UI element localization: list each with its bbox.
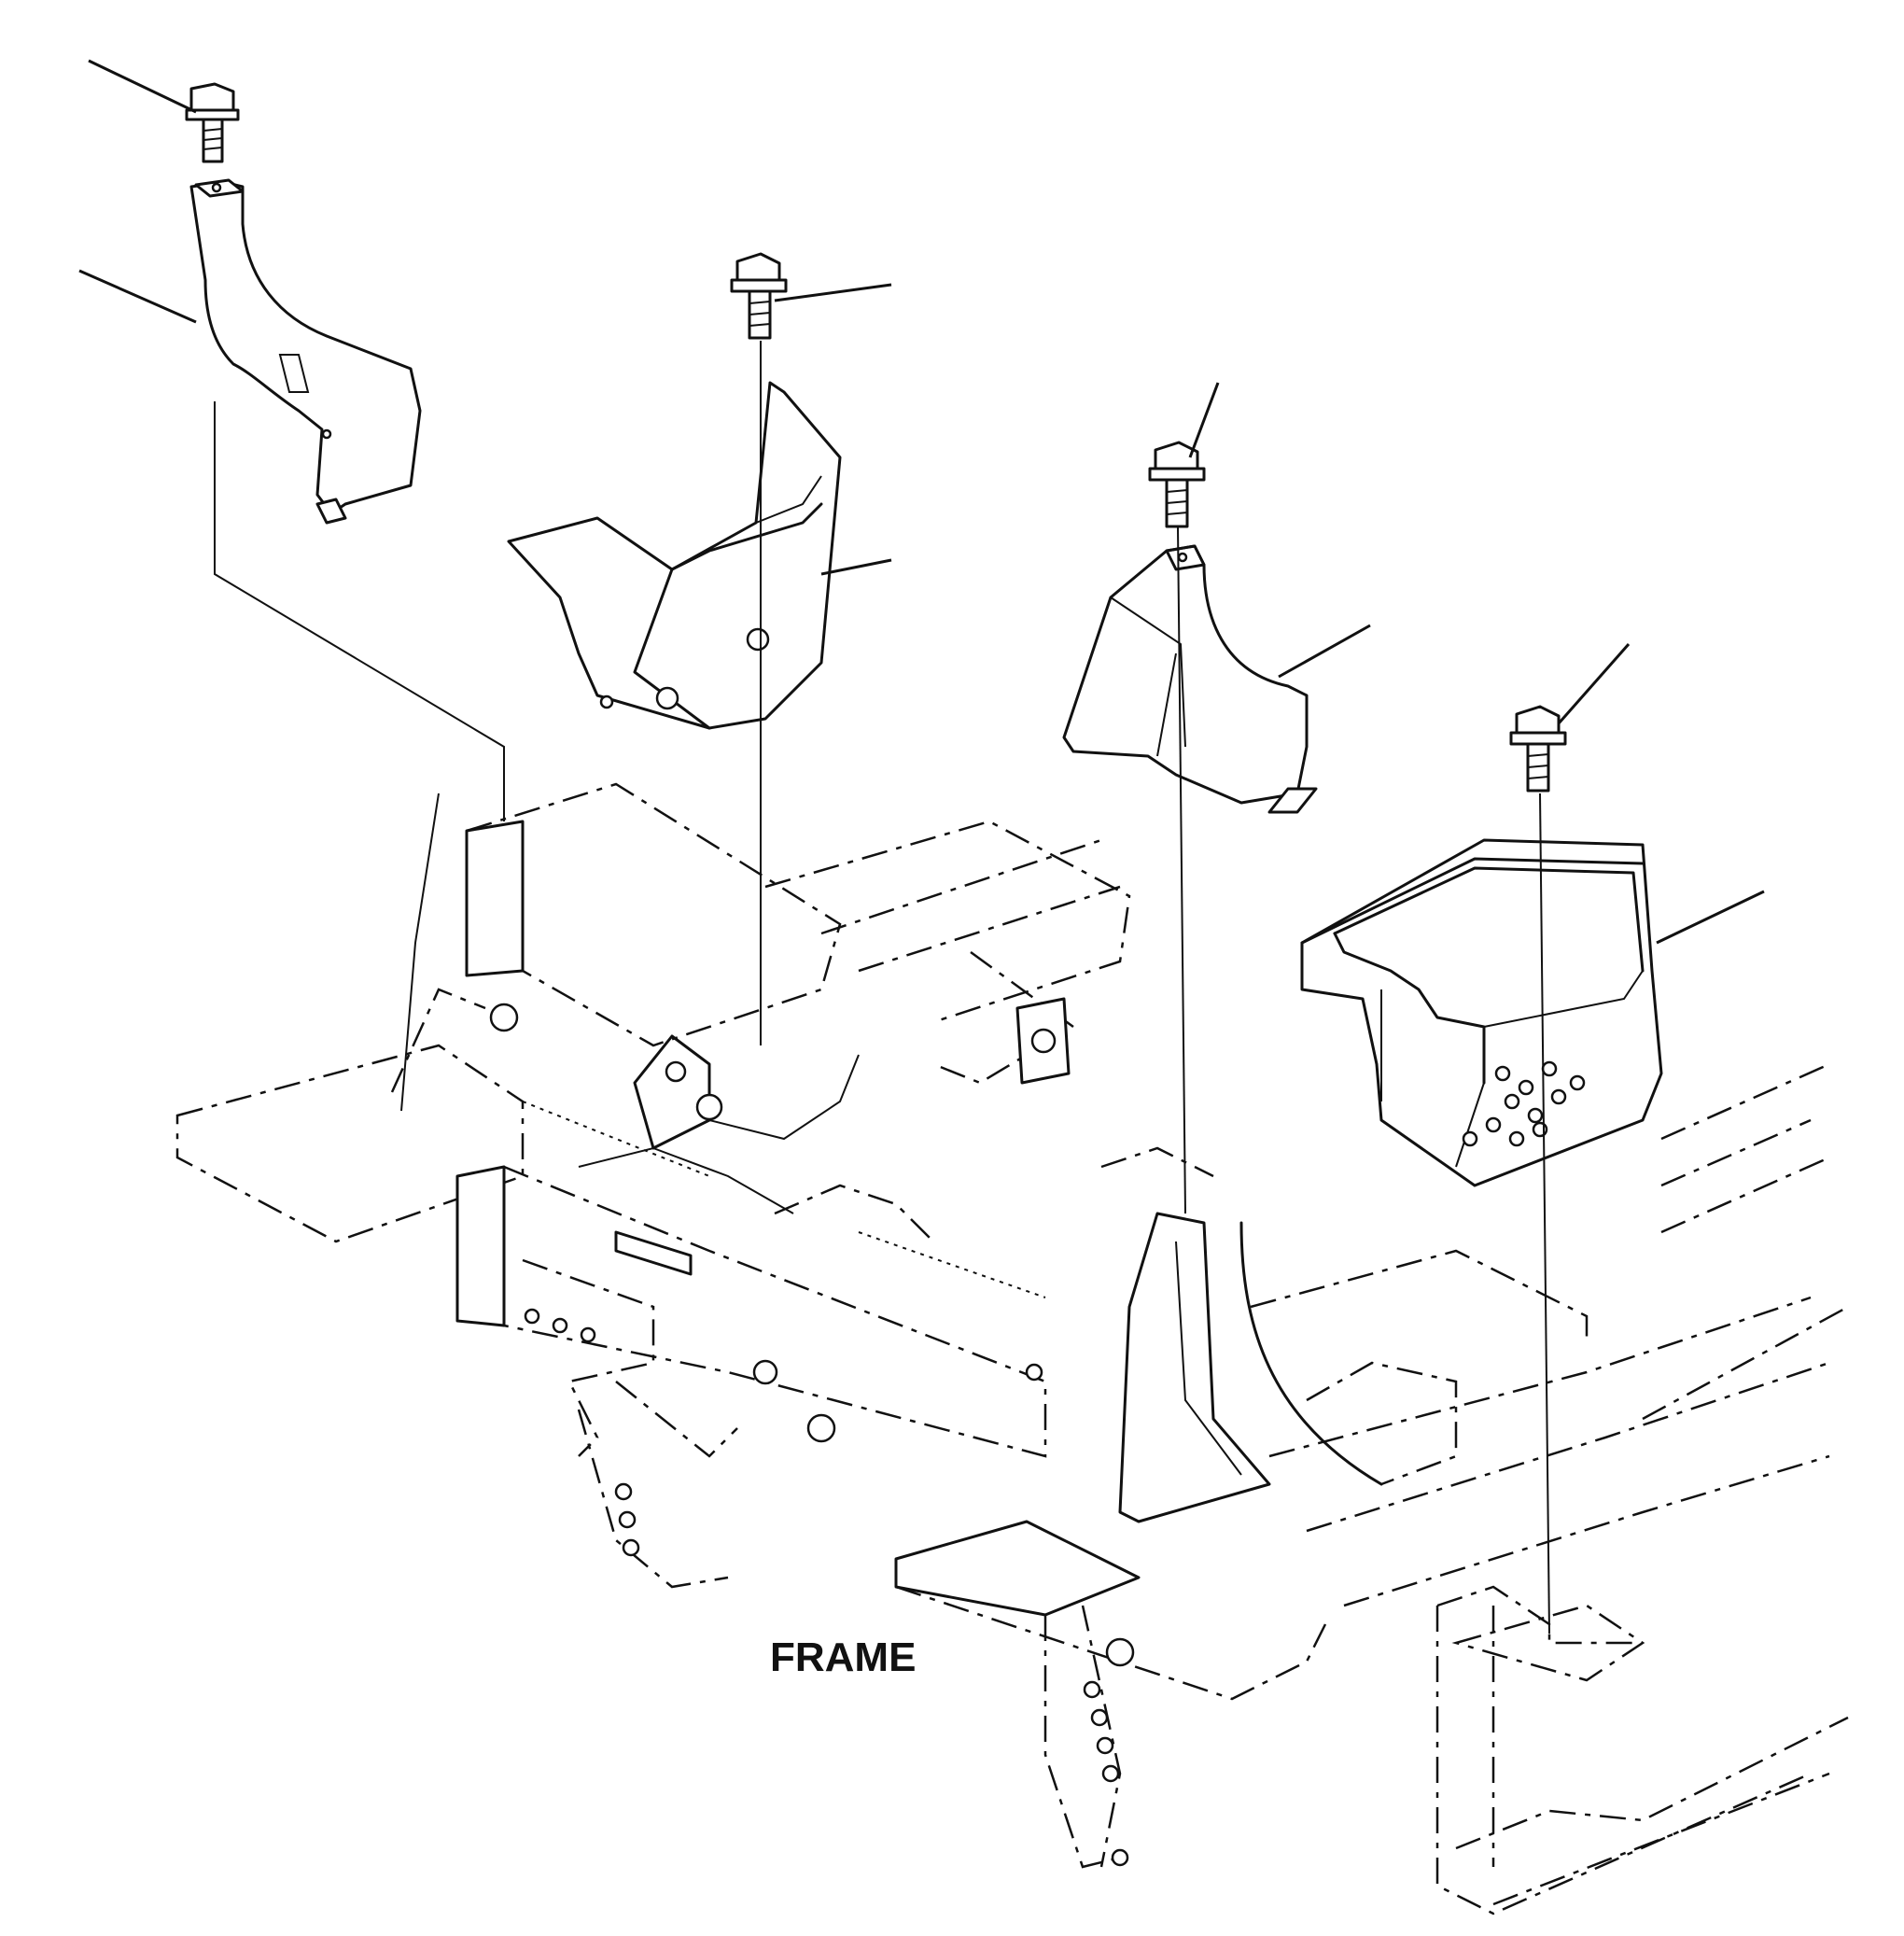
step-tread-holes	[1462, 1060, 1586, 1147]
left-step-shield	[507, 381, 842, 730]
bolt-top-left	[185, 82, 240, 163]
bolt-center-left	[730, 252, 788, 340]
callout-leaders	[78, 59, 1765, 945]
center-right-bracket	[1062, 544, 1318, 814]
alignment-lines	[214, 341, 1550, 1634]
right-step-box	[1300, 838, 1663, 1187]
frame-label: FRAME	[770, 1634, 916, 1680]
frame-assembly	[175, 782, 1849, 1915]
bolt-right	[1509, 705, 1567, 793]
frame-holes	[524, 1308, 1043, 1557]
bolt-center-right	[1148, 441, 1206, 528]
upper-left-bracket	[189, 178, 422, 525]
